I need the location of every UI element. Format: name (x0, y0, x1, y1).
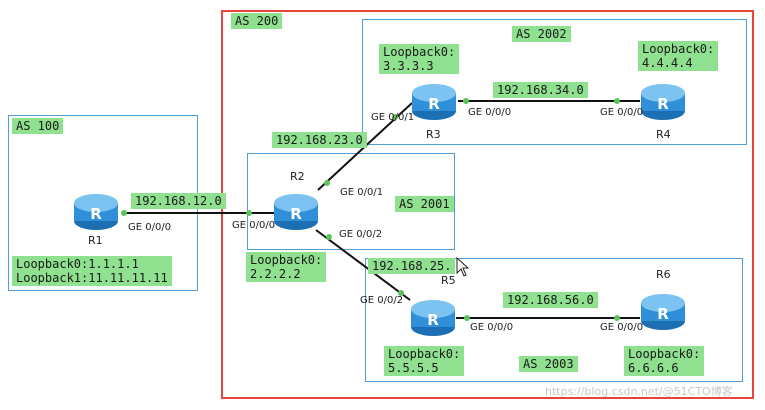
link-r2-r5 (315, 229, 411, 301)
loopback-label-r5: Loopback0: 5.5.5.5 (384, 346, 465, 376)
as2001-box (247, 153, 455, 250)
router-name-r3: R3 (426, 128, 441, 141)
svg-text:R: R (428, 95, 440, 113)
as2003-box (365, 258, 743, 382)
as2002-box (362, 19, 747, 145)
router-icon[interactable]: R (640, 292, 686, 332)
as2001-label: AS 2001 (395, 196, 454, 212)
port-dot (464, 315, 470, 321)
port-dot (246, 210, 252, 216)
network-label-r1-r2: 192.168.12.0 (131, 193, 226, 209)
svg-text:R: R (657, 305, 669, 323)
router-icon[interactable]: R (640, 82, 686, 122)
svg-text:R: R (427, 311, 439, 329)
port-dot (326, 234, 332, 240)
mouse-cursor-icon (456, 257, 470, 277)
router-icon[interactable]: R (411, 82, 457, 122)
router-icon[interactable]: R (73, 192, 119, 232)
router-name-r2: R2 (290, 170, 305, 183)
router-name-r5: R5 (441, 274, 456, 287)
port-label-r5-ge002: GE 0/0/2 (360, 295, 404, 306)
svg-text:R: R (290, 205, 302, 223)
watermark: https://blog.csdn.net/@51CTO博客 (545, 385, 733, 398)
svg-text:R: R (657, 95, 669, 113)
loopback-label-r3: Loopback0: 3.3.3.3 (379, 44, 460, 74)
router-icon[interactable]: R (273, 192, 319, 232)
port-label-r3-ge001: GE 0/0/1 (371, 112, 415, 123)
router-name-r6: R6 (656, 268, 671, 281)
port-label-r2-ge002: GE 0/0/2 (339, 229, 383, 240)
as100-label: AS 100 (12, 118, 64, 134)
network-label-r2-r5: 192.168.25. (368, 258, 456, 274)
loopback-label-r4: Loopback0: 4.4.4.4 (638, 41, 719, 71)
port-dot (398, 290, 404, 296)
port-dot (614, 98, 620, 104)
as2003-label: AS 2003 (519, 356, 578, 372)
port-dot (614, 315, 620, 321)
router-name-r4: R4 (656, 128, 671, 141)
network-label-r3-r4: 192.168.34.0 (493, 82, 588, 98)
svg-text:R: R (90, 205, 102, 223)
loopback-label-r6: Loopback0: 6.6.6.6 (624, 346, 705, 376)
port-dot (121, 210, 127, 216)
port-dot (324, 180, 330, 186)
network-label-r2-r3: 192.168.23.0 (272, 132, 367, 148)
as2002-label: AS 2002 (512, 26, 571, 42)
network-label-r5-r6: 192.168.56.0 (503, 292, 598, 308)
as200-label: AS 200 (231, 13, 283, 29)
port-label-r2-ge001: GE 0/0/1 (340, 187, 384, 198)
port-label-r2-ge000: GE 0/0/0 (232, 220, 276, 231)
loopback-label-r1: Loopback0:1.1.1.1 Loopback1:11.11.11.11 (12, 256, 172, 286)
port-label-r4-ge000: GE 0/0/0 (600, 107, 644, 118)
router-icon[interactable]: R (410, 298, 456, 338)
router-name-r1: R1 (88, 234, 103, 247)
port-label-r3-ge000: GE 0/0/0 (468, 107, 512, 118)
port-dot (392, 114, 398, 120)
loopback-label-r2: Loopback0: 2.2.2.2 (246, 252, 327, 282)
port-label-r5-ge000: GE 0/0/0 (470, 322, 514, 333)
port-dot (463, 98, 469, 104)
port-label-r1-ge000: GE 0/0/0 (128, 222, 172, 233)
port-label-r6-ge000: GE 0/0/0 (600, 322, 644, 333)
